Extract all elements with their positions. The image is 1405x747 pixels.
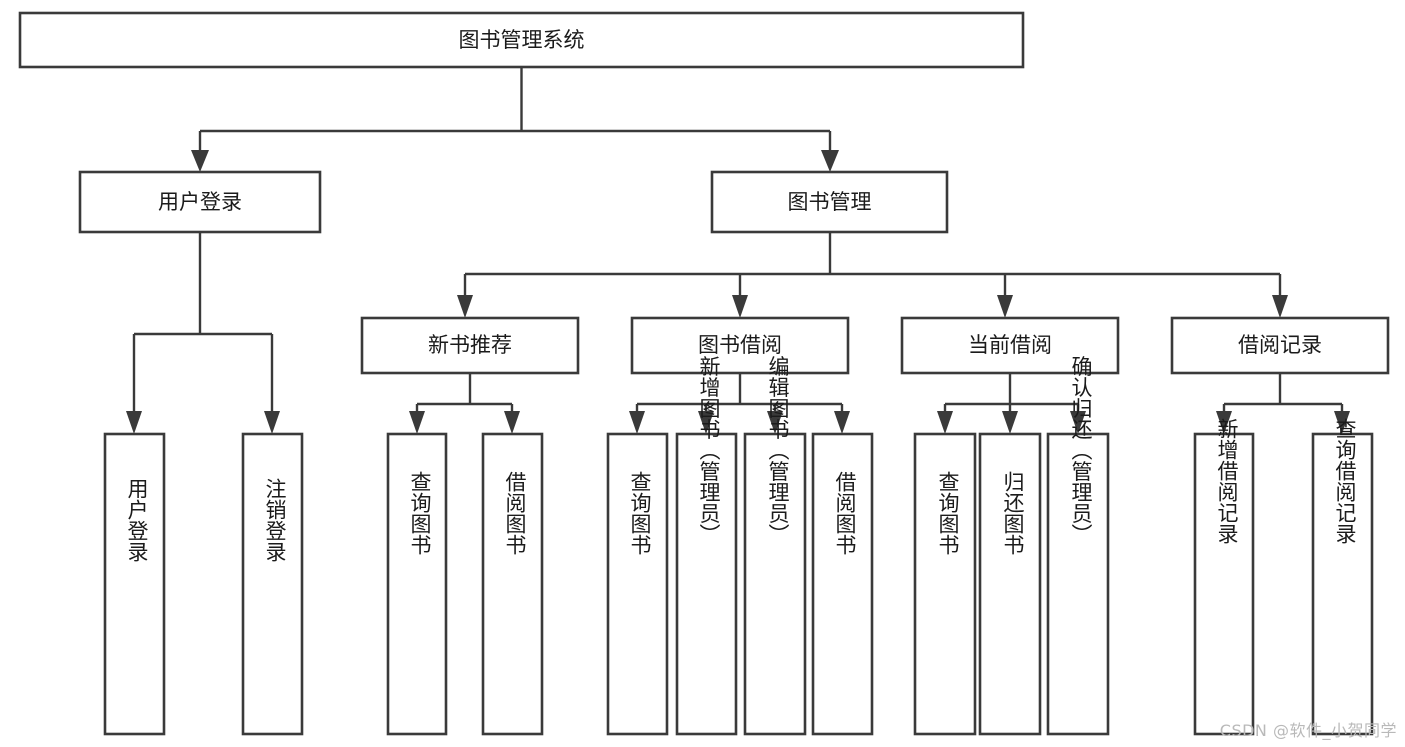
leaf-logout-login-box[interactable] — [241, 432, 304, 736]
leaf-user-login-box[interactable] — [103, 432, 166, 736]
leaf-query-book-1[interactable]: 查询图书 — [386, 432, 448, 736]
leaf-borrow-book-2-box[interactable] — [811, 432, 874, 736]
node-book-borrow-box[interactable] — [630, 316, 850, 375]
leaf-confirm-return-box[interactable] — [1046, 432, 1110, 736]
leaf-borrow-book-1[interactable]: 借阅图书 — [481, 432, 544, 736]
leaf-user-login[interactable]: 用户登录 — [103, 432, 166, 736]
node-user-login[interactable]: 用户登录 — [78, 170, 322, 234]
node-borrow-record[interactable]: 借阅记录 — [1170, 316, 1390, 375]
arrow-leaf-query-book-1 — [409, 411, 425, 434]
leaf-return-book-label: 归还图书 — [1001, 471, 1025, 555]
arrow-to-book-manage — [821, 150, 839, 172]
node-user-login-label: 用户登录 — [158, 190, 242, 214]
node-root[interactable]: 图书管理系统 — [18, 11, 1025, 69]
arrow-leaf-return-book — [1002, 411, 1018, 434]
node-book-borrow[interactable]: 图书借阅 — [630, 316, 850, 375]
node-new-book-rec-label: 新书推荐 — [428, 333, 512, 357]
leaf-logout-login[interactable]: 注销登录 — [241, 432, 304, 736]
leaf-query-book-2[interactable]: 查询图书 — [606, 432, 669, 736]
leaf-user-login-label: 用户登录 — [125, 478, 149, 562]
node-current-borrow[interactable]: 当前借阅 — [900, 316, 1120, 375]
leaf-edit-book-box[interactable] — [743, 432, 807, 736]
node-user-login-box[interactable] — [78, 170, 322, 234]
leaf-add-record-box[interactable] — [1193, 432, 1255, 736]
arrow-leaf-add-record — [1216, 411, 1232, 434]
leaf-confirm-return[interactable]: 确认归还（管理员） — [1046, 356, 1110, 736]
arrow-leaf-user-login — [126, 411, 142, 434]
arrow-to-user-login — [191, 150, 209, 172]
arrow-leaf-query-record — [1334, 411, 1350, 434]
leaf-add-book[interactable]: 新增图书（管理员） — [675, 356, 738, 736]
arrow-leaf-edit-book — [767, 411, 783, 434]
leaf-add-record-label: 新增借阅记录 — [1215, 418, 1239, 544]
leaf-query-book-3-label: 查询图书 — [936, 471, 960, 555]
arrow-leaf-borrow-book-2 — [834, 411, 850, 434]
node-new-book-rec[interactable]: 新书推荐 — [360, 316, 580, 375]
node-current-borrow-box[interactable] — [900, 316, 1120, 375]
leaf-node-group: 用户登录 注销登录 查询图书 借阅图书 查询图书 新增图书（管理员） — [103, 356, 1374, 736]
leaf-confirm-return-label: 确认归还（管理员） — [1069, 356, 1093, 545]
leaf-add-record[interactable]: 新增借阅记录 — [1193, 418, 1255, 736]
connector-group — [126, 67, 1350, 434]
leaf-query-book-1-box[interactable] — [386, 432, 448, 736]
leaf-query-book-3[interactable]: 查询图书 — [913, 432, 977, 736]
leaf-edit-book-label: 编辑图书（管理员） — [766, 356, 790, 545]
node-borrow-record-label: 借阅记录 — [1238, 333, 1322, 357]
node-borrow-record-box[interactable] — [1170, 316, 1390, 375]
leaf-borrow-book-2[interactable]: 借阅图书 — [811, 432, 874, 736]
leaf-borrow-book-1-label: 借阅图书 — [503, 471, 527, 555]
leaf-add-book-box[interactable] — [675, 432, 738, 736]
arrow-leaf-confirm-return — [1070, 411, 1086, 434]
leaf-return-book-box[interactable] — [978, 432, 1042, 736]
leaf-add-book-label: 新增图书（管理员） — [697, 356, 721, 545]
node-book-borrow-label: 图书借阅 — [698, 333, 782, 357]
leaf-query-book-2-label: 查询图书 — [628, 471, 652, 555]
arrow-leaf-query-book-3 — [937, 411, 953, 434]
node-root-box[interactable] — [18, 11, 1025, 69]
leaf-query-book-2-box[interactable] — [606, 432, 669, 736]
leaf-query-record-label: 查询借阅记录 — [1333, 418, 1357, 544]
leaf-query-book-1-label: 查询图书 — [408, 471, 432, 555]
node-book-manage[interactable]: 图书管理 — [710, 170, 949, 234]
node-root-label: 图书管理系统 — [459, 28, 585, 52]
leaf-query-book-3-box[interactable] — [913, 432, 977, 736]
arrow-to-borrow-record — [1272, 295, 1288, 318]
arrow-to-book-borrow — [732, 295, 748, 318]
leaf-logout-login-label: 注销登录 — [263, 478, 287, 562]
leaf-query-record-box[interactable] — [1311, 432, 1374, 736]
node-book-manage-label: 图书管理 — [788, 190, 872, 214]
leaf-query-record[interactable]: 查询借阅记录 — [1311, 418, 1374, 736]
node-current-borrow-label: 当前借阅 — [968, 333, 1052, 357]
arrow-to-new-book-rec — [457, 295, 473, 318]
node-new-book-rec-box[interactable] — [360, 316, 580, 375]
arrow-leaf-logout-login — [264, 411, 280, 434]
leaf-borrow-book-2-label: 借阅图书 — [833, 471, 857, 555]
arrow-leaf-borrow-book-1 — [504, 411, 520, 434]
leaf-edit-book[interactable]: 编辑图书（管理员） — [743, 356, 807, 736]
arrow-leaf-query-book-2 — [629, 411, 645, 434]
arrow-leaf-add-book — [698, 411, 714, 434]
arrow-to-current-borrow — [997, 295, 1013, 318]
leaf-borrow-book-1-box[interactable] — [481, 432, 544, 736]
leaf-return-book[interactable]: 归还图书 — [978, 432, 1042, 736]
node-book-manage-box[interactable] — [710, 170, 949, 234]
